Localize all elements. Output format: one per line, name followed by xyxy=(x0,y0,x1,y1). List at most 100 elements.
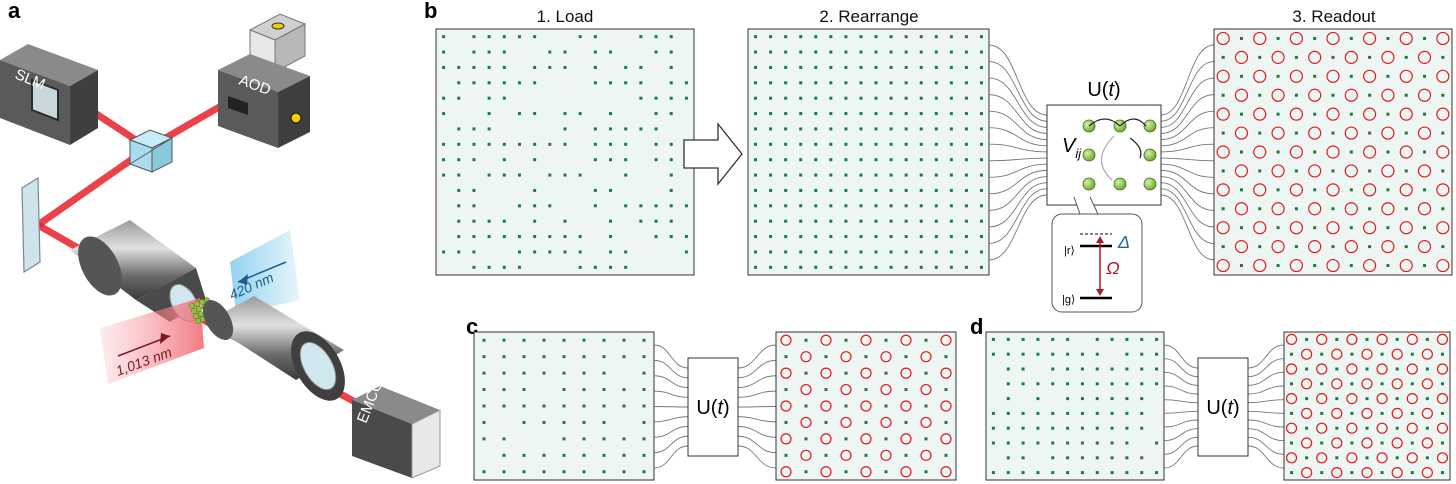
rearranged-atom xyxy=(979,127,983,131)
load-image xyxy=(435,28,695,276)
rearranged-atom xyxy=(829,81,833,85)
rearranged-atom xyxy=(784,188,788,192)
rearranged-atom xyxy=(844,188,848,192)
load-atom-spots xyxy=(442,35,688,269)
rearranged-atom xyxy=(874,127,878,131)
loaded-atom xyxy=(593,50,597,54)
d-readout-spot xyxy=(1320,411,1324,415)
d-atom xyxy=(1125,367,1129,371)
loaded-atom xyxy=(442,142,446,146)
loaded-atom xyxy=(609,265,613,269)
d-atom xyxy=(1095,456,1099,460)
d-readout-ring xyxy=(1285,333,1298,345)
c-atom xyxy=(602,404,606,408)
rearranged-atom xyxy=(934,35,938,39)
c-atom xyxy=(522,420,526,424)
c-readout-spot xyxy=(804,437,808,441)
loaded-atom xyxy=(533,235,537,239)
c-readout-spot xyxy=(924,437,928,441)
readout-ring xyxy=(1381,240,1395,254)
rearranged-atom xyxy=(799,188,803,192)
d-atom xyxy=(1051,367,1055,371)
rearranged-atom xyxy=(874,204,878,208)
rearranged-atom xyxy=(949,219,953,223)
c-readout-ring xyxy=(900,334,912,346)
d-atom xyxy=(1080,382,1084,386)
c-readout-ring xyxy=(920,416,932,429)
rearranged-atom xyxy=(814,173,818,177)
readout-ring xyxy=(1363,258,1377,273)
c-readout-ring xyxy=(840,416,852,429)
d-atom xyxy=(1110,441,1114,445)
d-atom xyxy=(1066,471,1070,475)
readout-spot xyxy=(1294,169,1298,173)
rearranged-atom xyxy=(829,112,833,116)
d-readout-ring xyxy=(1285,422,1298,434)
d-readout-ring xyxy=(1421,378,1433,390)
d-atom xyxy=(1066,367,1070,371)
rearranged-atom xyxy=(979,112,983,116)
rearranged-atom xyxy=(979,173,983,177)
rearranged-atom xyxy=(814,219,818,223)
d-readout-ring xyxy=(1391,437,1403,449)
d-wire-right xyxy=(1247,445,1285,469)
d-readout-ring xyxy=(1406,363,1418,375)
rearranged-atom xyxy=(934,112,938,116)
readout-ring xyxy=(1253,107,1267,121)
rearranged-atom xyxy=(919,188,923,192)
readout-ring xyxy=(1399,145,1413,159)
c-atom xyxy=(642,453,646,457)
rearranged-atom xyxy=(859,204,863,208)
rearranged-atom xyxy=(754,219,758,223)
loaded-atom xyxy=(533,112,537,116)
rearranged-atom xyxy=(859,142,863,146)
c-readout-ring xyxy=(900,400,912,412)
c-readout-ring xyxy=(860,466,872,478)
c-readout-spot xyxy=(824,453,828,457)
d-atom xyxy=(991,352,995,356)
readout-ring xyxy=(1326,258,1340,273)
rearranged-atom xyxy=(889,81,893,85)
rearranged-atom xyxy=(769,219,773,223)
c-atom xyxy=(482,404,486,408)
loaded-atom xyxy=(517,173,521,177)
d-atom xyxy=(1006,397,1010,401)
readout-ring xyxy=(1417,50,1432,64)
readout-ring xyxy=(1253,183,1267,197)
c-readout-spot xyxy=(884,338,888,342)
rearranged-atom xyxy=(844,158,848,162)
loaded-atom xyxy=(472,158,476,162)
readout-ring xyxy=(1381,164,1395,178)
wire-right xyxy=(1160,127,1215,147)
rearranged-atom xyxy=(949,188,953,192)
readout-spot xyxy=(1386,150,1390,154)
rearranged-atom xyxy=(829,265,833,269)
d-readout-spot xyxy=(1290,411,1294,415)
loaded-atom xyxy=(563,235,567,239)
d-atom xyxy=(991,441,995,445)
rearranged-atom xyxy=(829,204,833,208)
loaded-atom xyxy=(487,50,491,54)
c-readout-spot xyxy=(804,338,808,342)
loaded-atom xyxy=(502,35,506,39)
loaded-atom xyxy=(639,81,643,85)
rearranged-atom xyxy=(979,265,983,269)
c-readout-spot xyxy=(904,355,908,359)
d-atom xyxy=(1051,382,1055,386)
rearranged-atom xyxy=(829,188,833,192)
c-atom xyxy=(582,338,586,342)
d-readout-spot xyxy=(1395,367,1399,371)
loaded-atom xyxy=(609,235,613,239)
d-readout-spot xyxy=(1365,367,1369,371)
c-atom xyxy=(562,388,566,392)
loaded-atom xyxy=(517,204,521,208)
wire-left xyxy=(988,157,1048,162)
readout-ring xyxy=(1436,221,1450,235)
rearranged-atom xyxy=(979,50,983,54)
d-wire-right xyxy=(1247,371,1285,386)
readout-ring xyxy=(1271,88,1285,102)
d-atom xyxy=(1066,426,1070,430)
readout-spot xyxy=(1368,131,1372,135)
rearranged-atom xyxy=(814,112,818,116)
rearranged-atom xyxy=(949,127,953,131)
